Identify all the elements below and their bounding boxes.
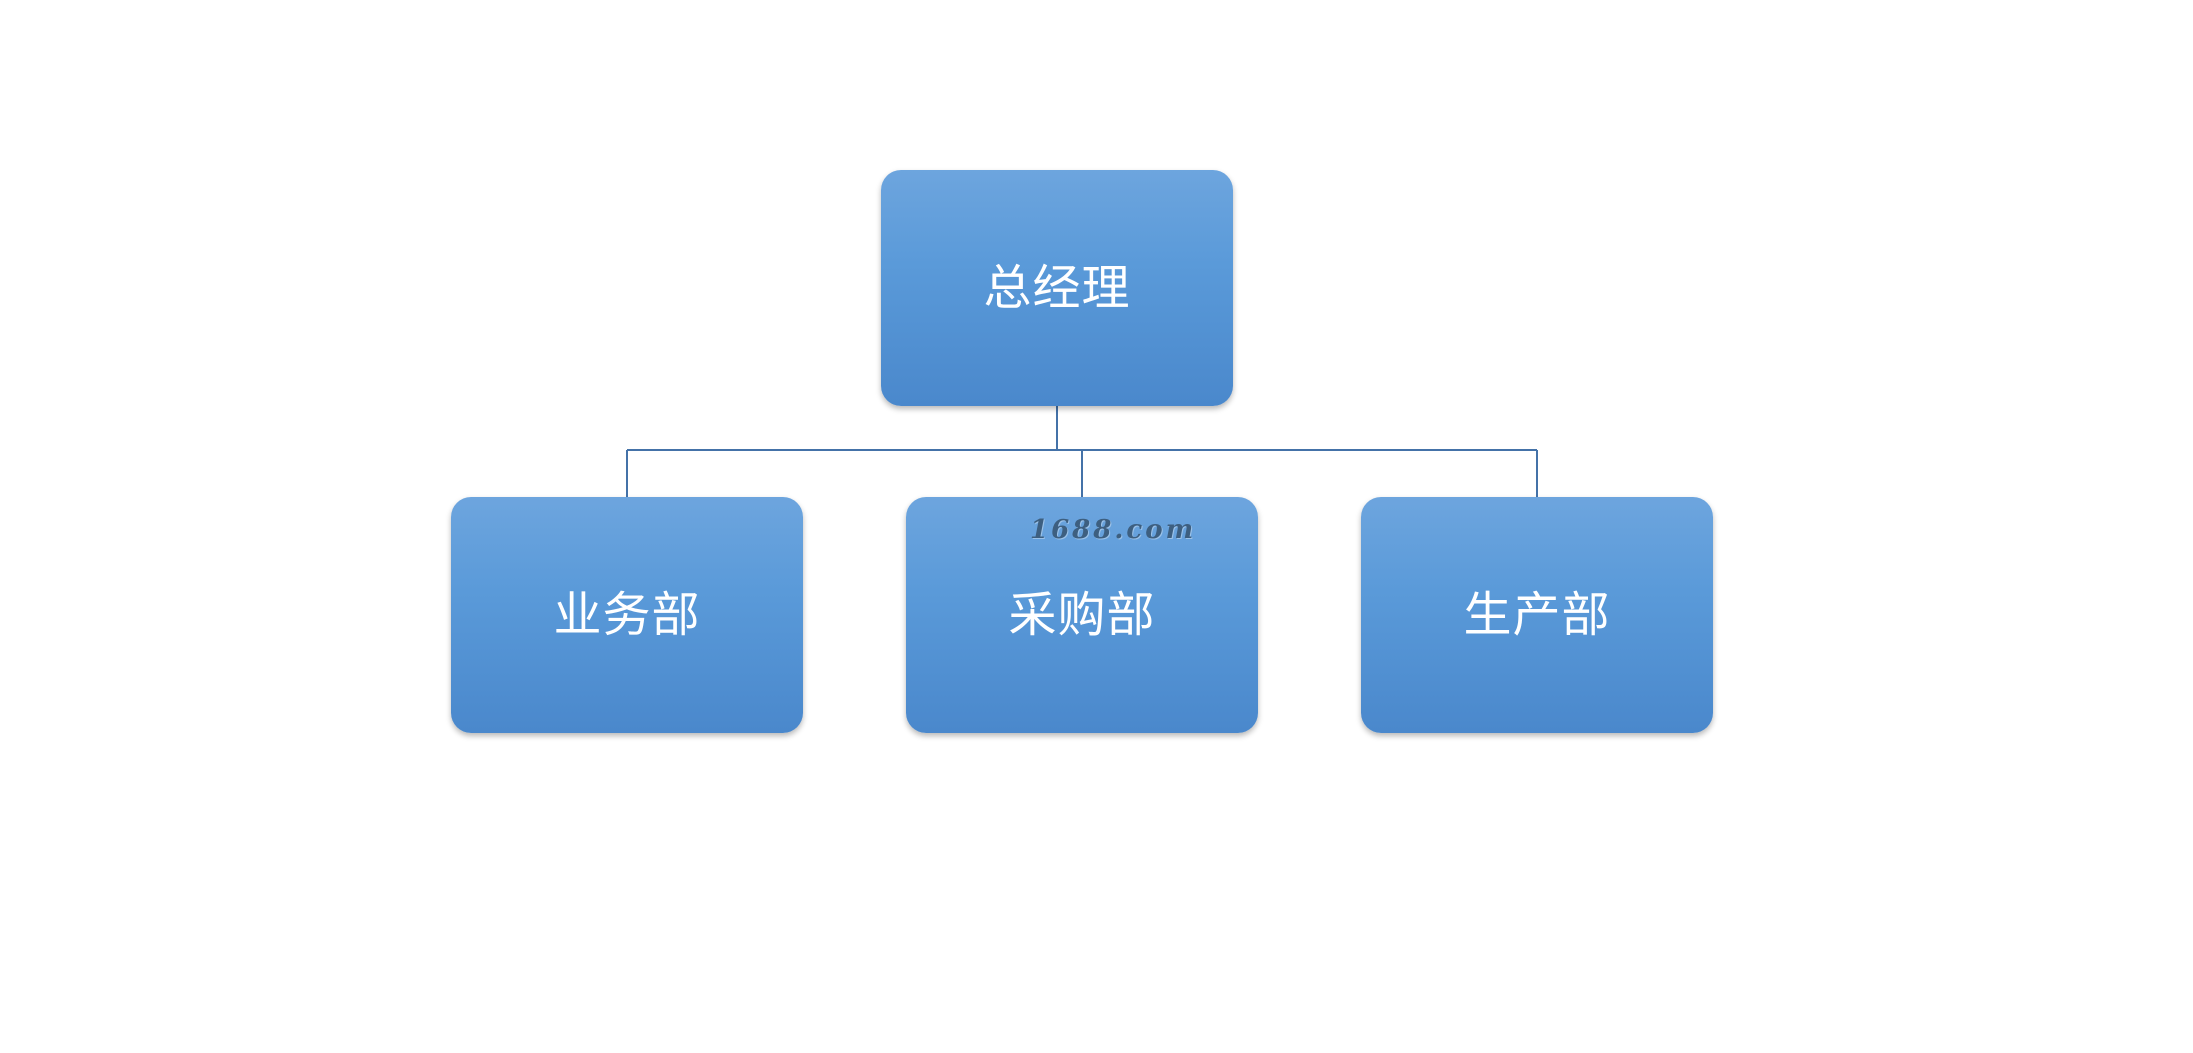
node-purchasing-dept: 采购部 — [906, 497, 1258, 733]
node-general-manager: 总经理 — [881, 170, 1233, 406]
node-sales-dept: 业务部 — [451, 497, 803, 733]
node-purchasing-dept-label: 采购部 — [1008, 587, 1156, 643]
node-production-dept: 生产部 — [1361, 497, 1713, 733]
node-production-dept-label: 生产部 — [1463, 587, 1611, 643]
node-general-manager-label: 总经理 — [983, 260, 1131, 316]
node-sales-dept-label: 业务部 — [553, 587, 701, 643]
watermark-text: 1688.com — [1030, 515, 1197, 545]
